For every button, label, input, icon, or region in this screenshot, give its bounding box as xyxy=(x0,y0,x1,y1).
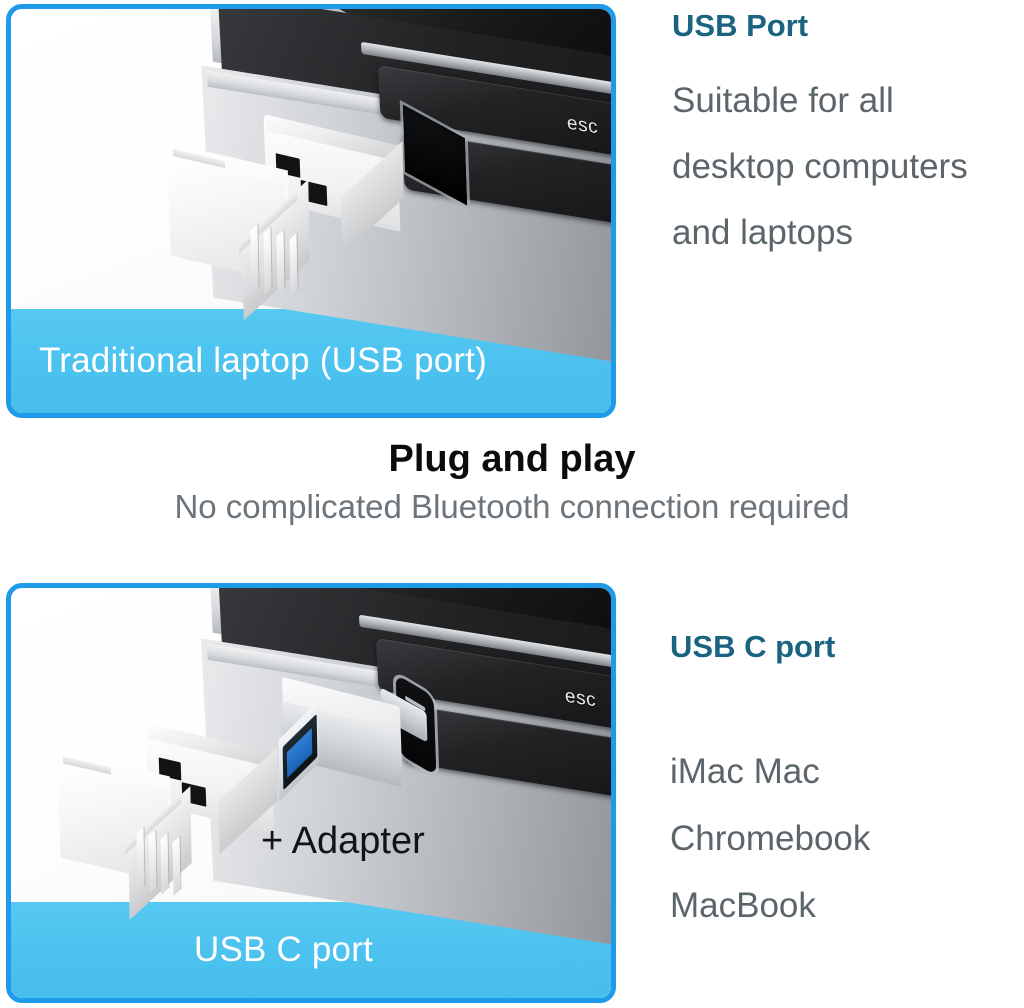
usb-port-line-1: Suitable for all xyxy=(672,81,894,120)
usb-c-port-panel: esc xyxy=(6,583,616,1003)
usb-port-line-2: desktop computers xyxy=(672,147,968,186)
bottom-caption-text: USB C port xyxy=(194,930,373,969)
usb-port-panel: esc Traditiona xyxy=(6,4,616,418)
usb-port-line-3: and laptops xyxy=(672,213,853,252)
usb-c-port-line-3: MacBook xyxy=(670,886,816,925)
usb-c-port-text-column: USB C port iMac Mac Chromebook MacBook xyxy=(670,629,870,953)
bottom-caption-bar: USB C port xyxy=(11,902,611,998)
usb-c-port-heading: USB C port xyxy=(670,629,836,664)
usb-c-port-line-2: Chromebook xyxy=(670,819,871,858)
usb-c-port-line-1: iMac Mac xyxy=(670,752,820,791)
plug-and-play-subtitle: No complicated Bluetooth connection requ… xyxy=(174,487,850,525)
plus-adapter-label: + Adapter xyxy=(261,820,425,862)
plug-and-play-banner: Plug and play No complicated Bluetooth c… xyxy=(0,438,1024,525)
plug-and-play-title: Plug and play xyxy=(388,438,636,480)
usb-port-heading: USB Port xyxy=(672,8,809,43)
usb-port-text-column: USB Port Suitable for all desktop comput… xyxy=(672,8,968,279)
top-caption-text: Traditional laptop (USB port) xyxy=(39,341,488,380)
